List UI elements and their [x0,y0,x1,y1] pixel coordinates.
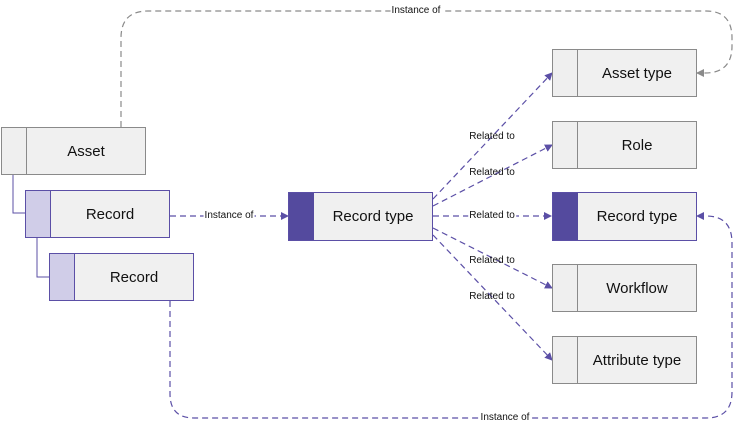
record-node-1-tab [26,191,51,237]
record-record-connector [36,238,50,278]
asset-type-node[interactable]: Asset type [552,49,697,97]
attribute-type-tab [553,337,578,383]
record-node-2-label: Record [109,268,159,286]
record-type-right-label: Record type [596,208,678,225]
related-asset-type-label: Related to [469,131,515,142]
record-node-2[interactable]: Record [49,253,194,301]
asset-node-label: Asset [67,142,105,160]
related-role-label: Related to [469,167,515,178]
workflow-node[interactable]: Workflow [552,264,697,312]
role-tab [553,122,578,168]
record-type-right-tab [553,193,578,240]
asset-record-connector [12,175,26,214]
asset-type-tab [553,50,578,96]
asset-type-label: Asset type [601,64,673,82]
record-type-right-node[interactable]: Record type [552,192,697,241]
related-attribute-type-label: Related to [469,291,515,302]
record-type-center-label: Record type [332,208,414,225]
related-asset-type-edge [432,72,553,200]
record-instance-of-label: Instance of [203,210,255,222]
record-type-center-node[interactable]: Record type [288,192,433,241]
attribute-type-node[interactable]: Attribute type [552,336,697,384]
record-type-center-tab [289,193,314,240]
role-node[interactable]: Role [552,121,697,169]
related-workflow-label: Related to [469,255,515,266]
workflow-tab [553,265,578,311]
record-node-1[interactable]: Record [25,190,170,238]
related-role-edge [432,144,553,207]
related-workflow-edge [432,227,553,289]
asset-node[interactable]: Asset [1,127,146,175]
asset-node-tab [2,128,27,174]
asset-instance-of-edge [120,10,733,127]
record2-instance-of-edge [169,212,733,419]
related-attribute-type-edge [432,234,553,361]
workflow-label: Workflow [606,279,668,297]
attribute-type-label: Attribute type [592,351,682,369]
asset-instance-of-label: Instance of [390,5,442,17]
role-label: Role [621,136,653,154]
record-node-1-label: Record [85,205,135,223]
related-record-type-label: Related to [468,210,516,222]
record-node-2-tab [50,254,75,300]
record2-instance-of-label: Instance of [479,412,531,424]
